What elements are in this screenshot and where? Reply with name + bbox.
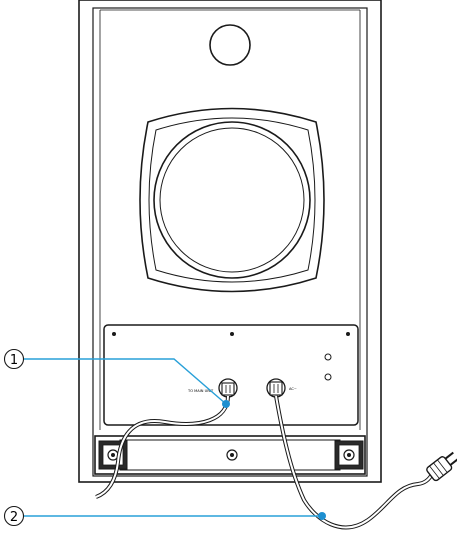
- callout-2: 2: [3, 505, 326, 527]
- woofer-surround: [139, 107, 325, 293]
- callout-1-badge: [3, 348, 25, 370]
- ac-power-cord: [274, 395, 434, 530]
- callout-1-leader: [24, 358, 227, 405]
- callout-2-number: 2: [10, 510, 18, 525]
- to-main-unit-label: TO MAIN UNIT: [187, 389, 214, 393]
- cabinet-outer: [78, 0, 382, 483]
- bass-port: [209, 24, 251, 66]
- to-main-unit-cable: [95, 395, 230, 499]
- subwoofer-cabinet: [78, 0, 382, 483]
- base-bracket: [94, 435, 366, 475]
- base-center-screw: [226, 449, 238, 461]
- woofer-driver: [139, 107, 325, 293]
- power-plug: [426, 451, 457, 482]
- callout-1: 1: [3, 348, 230, 408]
- panel-screw: [230, 332, 234, 336]
- cabinet-inner: [92, 7, 368, 477]
- callout-1-number: 1: [10, 353, 18, 368]
- ac-label: AC~: [289, 387, 297, 391]
- callout-2-badge: [3, 505, 25, 527]
- callout-2-dot: [318, 512, 326, 520]
- connection-panel: [103, 324, 359, 426]
- indicator-hole: [324, 373, 332, 381]
- indicator-hole: [324, 353, 332, 361]
- panel-screw: [346, 332, 350, 336]
- callout-1-dot: [222, 400, 230, 408]
- panel-screw: [112, 332, 116, 336]
- woofer-cone: [153, 121, 311, 279]
